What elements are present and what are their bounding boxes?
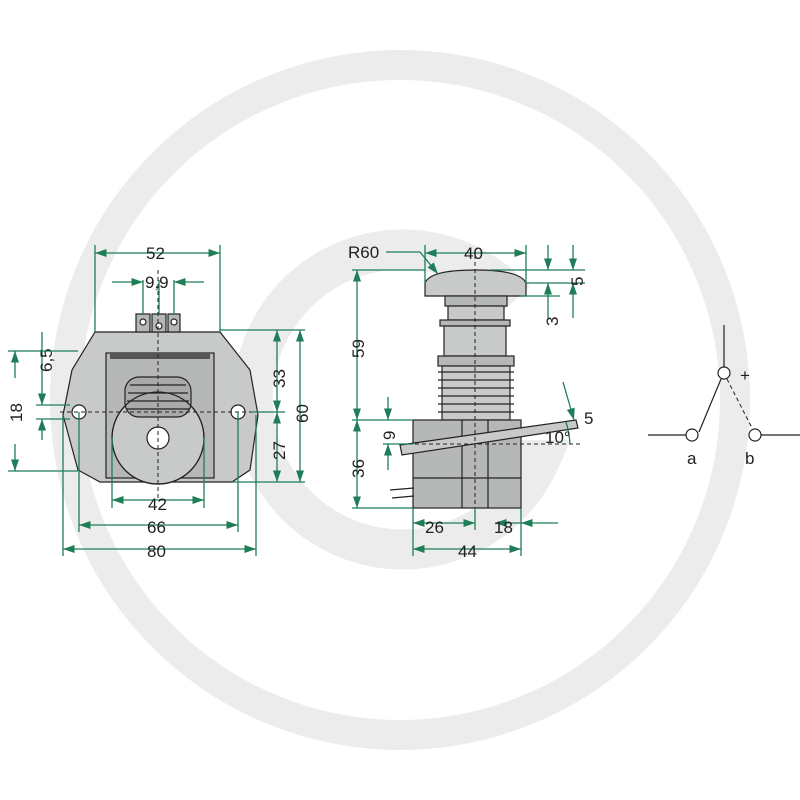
dim-side-5-head: 5 <box>568 277 587 286</box>
dim-side-18: 18 <box>494 518 513 537</box>
dim-side-9: 9 <box>380 431 399 440</box>
side-view: R60 40 5 3 59 9 36 5 10 <box>348 243 593 561</box>
schematic-a-label: a <box>687 449 697 468</box>
schematic-plus-label: + <box>740 366 750 385</box>
dim-side-3: 3 <box>543 317 562 326</box>
schematic-b-label: b <box>745 449 754 468</box>
dim-side-10deg: 10° <box>545 428 571 447</box>
dim-front-52: 52 <box>146 244 165 263</box>
switch-schematic: + a b <box>648 325 800 468</box>
dim-front-18: 18 <box>7 403 26 422</box>
dim-side-r60: R60 <box>348 243 379 262</box>
dim-side-59: 59 <box>349 339 368 358</box>
dim-front-60: 60 <box>293 404 312 423</box>
front-view: 52 9,9 6,5 18 33 27 60 42 <box>7 244 312 561</box>
dim-front-9-9: 9,9 <box>145 273 169 292</box>
dim-side-26: 26 <box>425 518 444 537</box>
dim-front-42: 42 <box>148 495 167 514</box>
dim-side-44: 44 <box>458 542 477 561</box>
dim-front-33: 33 <box>270 369 289 388</box>
dim-front-6-5: 6,5 <box>37 348 56 372</box>
dim-side-40: 40 <box>464 244 483 263</box>
side-lever <box>399 419 579 456</box>
dim-side-5-lever: 5 <box>584 409 593 428</box>
dim-side-36: 36 <box>349 459 368 478</box>
dim-front-80: 80 <box>147 542 166 561</box>
side-bellows <box>438 365 514 421</box>
dim-front-27: 27 <box>270 441 289 460</box>
dim-front-66: 66 <box>147 518 166 537</box>
